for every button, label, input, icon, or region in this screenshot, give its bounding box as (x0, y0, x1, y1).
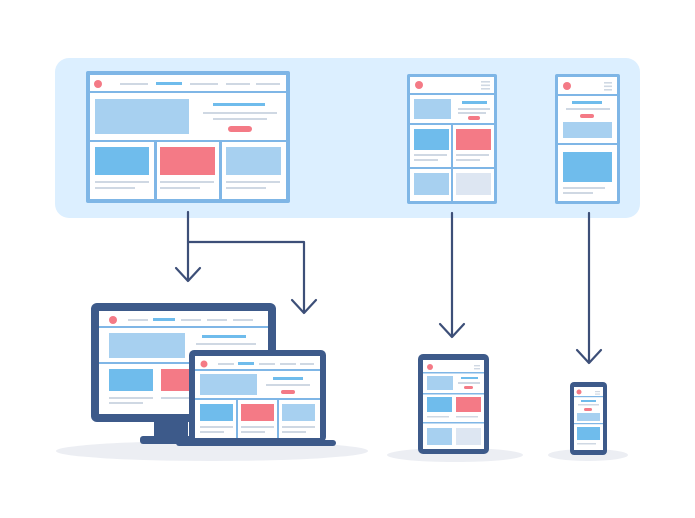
hero-image (95, 99, 189, 134)
desktop-layout-wireframe (86, 71, 290, 203)
cta-button-shape (228, 126, 252, 132)
logo-dot (94, 80, 102, 88)
arrow-desktop-to-laptop (186, 240, 318, 315)
laptop-icon (176, 350, 336, 446)
tablet-layout-wireframe (407, 74, 497, 204)
logo-dot (415, 81, 423, 89)
arrow-mobile-layout-to-phone (575, 211, 603, 365)
hamburger-menu-icon (604, 82, 612, 91)
hamburger-menu-icon (481, 81, 490, 90)
phone-icon (570, 382, 607, 455)
arrow-desktop-to-monitor (174, 210, 202, 283)
arrow-tablet-layout-to-tablet (438, 211, 466, 339)
mobile-layout-wireframe (555, 74, 620, 204)
logo-dot (563, 82, 571, 90)
tablet-icon (418, 354, 489, 454)
